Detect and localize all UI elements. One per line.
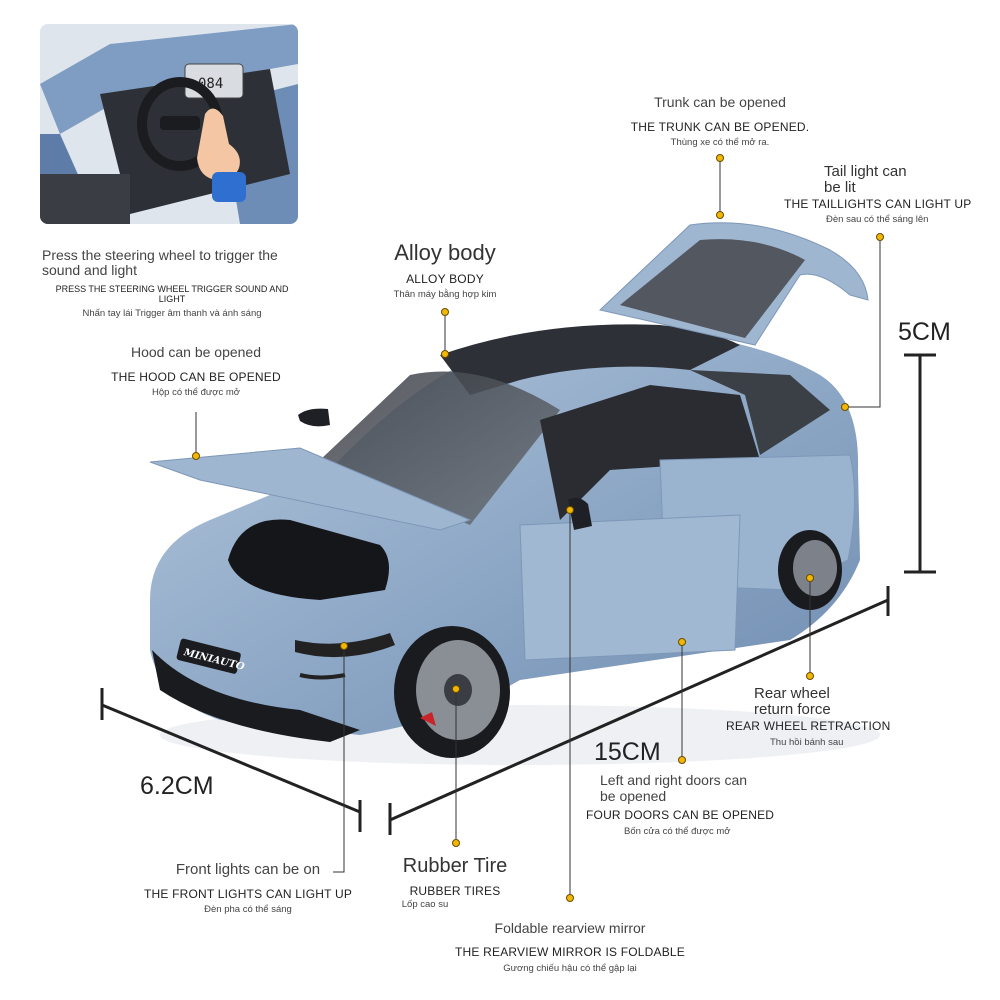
front-door xyxy=(519,514,741,661)
tail-light-marker xyxy=(876,233,884,241)
hood-marker xyxy=(192,452,200,460)
tail-light-leader xyxy=(845,238,881,408)
tire-label: Rubber Tire RUBBER TIRES Lốp cao su xyxy=(385,855,525,910)
tire-vi: Lốp cao su xyxy=(401,899,449,910)
tire-marker-top xyxy=(452,685,460,693)
rear-wheel-title: Rear wheel return force xyxy=(754,685,831,718)
alloy-body-label: Alloy body ALLOY BODY Thân máy bằng hợp … xyxy=(360,240,530,300)
mirror-marker-top xyxy=(566,506,574,514)
doors-title: Left and right doors can be opened xyxy=(600,772,748,804)
tail-light-label: Tail light can be lit THE TAILLIGHTS CAN… xyxy=(776,163,986,226)
length-dimension-label: 15CM xyxy=(594,738,661,766)
trunk-caps: THE TRUNK CAN BE OPENED. xyxy=(630,120,810,134)
frunk xyxy=(228,519,389,600)
hood-title: Hood can be opened xyxy=(131,344,261,360)
mirror-marker xyxy=(566,894,574,902)
rear-wheel-label: Rear wheel return force REAR WHEEL RETRA… xyxy=(726,685,916,749)
tail-light-vi: Đèn sau có thể sáng lên xyxy=(826,214,929,225)
trunk-marker-top xyxy=(716,154,724,162)
doors-label: Left and right doors can be opened FOUR … xyxy=(586,772,786,837)
alloy-body-marker-top xyxy=(441,308,449,316)
rear-wheel-vi: Thu hồi bánh sau xyxy=(770,737,844,748)
rear-wheel xyxy=(778,530,842,610)
inset-caption-title: Press the steering wheel to trigger the … xyxy=(42,247,278,278)
front-lights-label: Front lights can be on THE FRONT LIGHTS … xyxy=(140,861,356,915)
tire-title: Rubber Tire xyxy=(402,855,508,877)
width-dimension xyxy=(100,688,362,832)
side-mirror xyxy=(568,497,592,530)
tire-marker xyxy=(452,839,460,847)
height-dimension xyxy=(904,353,936,574)
rear-wheel-marker-top xyxy=(806,574,814,582)
trunk-marker xyxy=(716,211,724,219)
front-lights-marker xyxy=(340,642,348,650)
hood-caps: THE HOOD CAN BE OPENED xyxy=(111,370,281,384)
length-dimension xyxy=(388,586,890,835)
windshield xyxy=(320,371,560,525)
trunk-title: Trunk can be opened xyxy=(654,94,786,110)
front-wheel xyxy=(394,626,510,758)
open-hood xyxy=(149,447,472,531)
height-dimension-label: 5CM xyxy=(898,318,951,346)
trunk-vi: Thùng xe có thể mở ra. xyxy=(670,137,770,148)
interior-seats xyxy=(540,385,760,520)
alloy-body-title: Alloy body xyxy=(394,240,496,265)
rear-wheel-caps: REAR WHEEL RETRACTION xyxy=(726,719,891,733)
front-lights-leader xyxy=(333,646,345,873)
alloy-body-vi: Thân máy bằng hợp kim xyxy=(393,289,497,300)
inset-caption-caps: PRESS THE STEERING WHEEL TRIGGER SOUND A… xyxy=(55,284,289,304)
mirror-label: Foldable rearview mirror THE REARVIEW MI… xyxy=(440,920,700,974)
rear-window xyxy=(690,370,830,455)
alloy-body-marker xyxy=(441,350,449,358)
front-lights-vi: Đèn pha có thể sáng xyxy=(204,904,292,915)
tail-light-marker-end xyxy=(841,403,849,411)
inset-caption: Press the steering wheel to trigger the … xyxy=(42,247,302,320)
hood-vi: Hộp có thể được mở xyxy=(152,387,240,398)
mirror-caps: THE REARVIEW MIRROR IS FOLDABLE xyxy=(454,945,686,959)
front-lights-caps: THE FRONT LIGHTS CAN LIGHT UP xyxy=(143,887,353,901)
glass-roof xyxy=(440,324,740,395)
inset-caption-vi: Nhấn tay lái Trigger âm thanh và ánh sán… xyxy=(82,308,262,319)
tail-light-caps: THE TAILLIGHTS CAN LIGHT UP xyxy=(784,197,972,211)
doors-vi: Bốn cửa có thể được mở xyxy=(624,826,731,837)
front-lights-title: Front lights can be on xyxy=(175,861,321,878)
hood-label: Hood can be opened THE HOOD CAN BE OPENE… xyxy=(96,344,296,398)
tire-caps: RUBBER TIRES xyxy=(409,884,501,898)
doors-caps: FOUR DOORS CAN BE OPENED xyxy=(586,808,775,822)
width-dimension-label: 6.2CM xyxy=(140,772,214,800)
interior-inset-photo: 084 xyxy=(40,24,298,224)
doors-marker-top xyxy=(678,638,686,646)
rear-wheel-marker xyxy=(806,672,814,680)
trunk-label: Trunk can be opened THE TRUNK CAN BE OPE… xyxy=(600,94,840,148)
alloy-body-caps: ALLOY BODY xyxy=(406,272,484,286)
mirror-title: Foldable rearview mirror xyxy=(494,920,646,936)
doors-marker xyxy=(678,756,686,764)
tail-light-title: Tail light can be lit xyxy=(824,163,907,196)
mirror-vi: Gương chiếu hậu có thể gập lại xyxy=(503,963,637,974)
